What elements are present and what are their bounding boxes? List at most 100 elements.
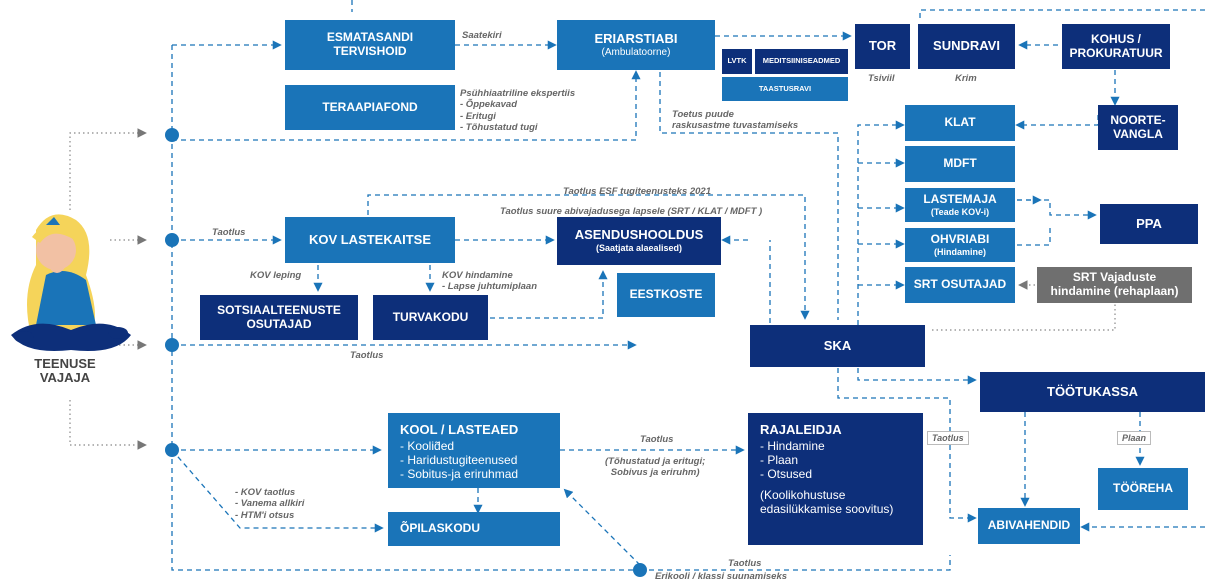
noortevangla-line1: NOORTE-	[1110, 112, 1166, 127]
toetus-line: raskusastme tuvastamiseks	[672, 120, 799, 132]
asendushooldus-sub: (Saatjata alaealised)	[595, 243, 683, 254]
opilas-line: - HTM'i otsus	[235, 509, 295, 521]
box-tor: TOR	[855, 24, 910, 69]
psyh-line: - Õppekavad	[460, 99, 518, 111]
label-taotlus-bottom: Taotlus	[728, 558, 762, 569]
person-title: TEENUSE VAJAJA	[25, 356, 105, 386]
label-erikooli: Erikooli / klassi suunamiseks	[655, 571, 788, 582]
label-taotlus-suure: Taotlus suure abivajadusega lapsele (SRT…	[500, 206, 763, 217]
box-ska: SKA	[750, 325, 925, 367]
tohust-line: (Tõhustatud ja eritugi;	[605, 456, 706, 467]
kool-item: - Haridustugiteenused	[400, 452, 518, 467]
rajaleidja-item: - Otsused	[760, 466, 813, 481]
eriarstiabi-title: ERIARSTIABI	[594, 30, 678, 46]
label-tohustatud: (Tõhustatud ja eritugi; Sobivus ja eriru…	[605, 456, 705, 479]
label-taotlus-ska: Taotlus	[350, 350, 384, 361]
box-tootukassa: TÖÖTUKASSA	[980, 372, 1205, 412]
label-plaan: Plaan	[1117, 431, 1152, 445]
sotsiaal-line1: SOTSIAALTEENUSTE	[217, 302, 341, 317]
junction-dot	[165, 128, 179, 142]
box-rajaleidja: RAJALEIDJA - Hindamine - Plaan - Otsused…	[748, 413, 923, 545]
eriarstiabi-sub: (Ambulatoorne)	[601, 46, 671, 58]
opilas-line: - Vanema allkiri	[235, 498, 305, 510]
box-srt-vajaduste: SRT Vajaduste hindamine (rehaplaan)	[1037, 267, 1192, 303]
eestkoste-label: EESTKOSTE	[629, 287, 703, 302]
noortevangla-line2: VANGLA	[1113, 126, 1163, 141]
ska-label: SKA	[823, 337, 852, 353]
label-toetus: Toetus puude raskusastme tuvastamiseks	[672, 109, 798, 132]
box-taastusravi: TAASTUSRAVI	[722, 77, 848, 101]
taastusravi-label: TAASTUSRAVI	[758, 83, 812, 93]
box-eriarstiabi: ERIARSTIABI (Ambulatoorne)	[557, 20, 715, 70]
box-ppa: PPA	[1100, 204, 1198, 244]
sundravi-label: SUNDRAVI	[933, 38, 1000, 54]
junction-dot	[165, 233, 179, 247]
box-tooreha: TÖÖREHA	[1098, 468, 1188, 510]
box-kov-lastekaitse: KOV LASTEKAITSE	[285, 217, 455, 263]
toetus-line: Toetus puude	[672, 109, 734, 120]
esmatasandi-line1: ESMATASANDI	[326, 30, 414, 45]
esmatasandi-line2: TERVISHOID	[333, 44, 407, 58]
psyh-line: Psühhiaatriline ekspertiis	[460, 88, 576, 99]
box-lvtk: LVTK	[722, 49, 752, 74]
lvtk-label: LVTK	[727, 56, 747, 66]
junction-dot	[165, 443, 179, 457]
label-kov-leping: KOV leping	[250, 270, 302, 281]
tor-label: TOR	[868, 38, 897, 54]
person-illustration	[11, 214, 131, 351]
box-teraapiafond: TERAAPIAFOND	[285, 85, 455, 130]
srt-osutajad-label: SRT OSUTAJAD	[913, 277, 1007, 292]
box-abivahendid: ABIVAHENDID	[978, 508, 1080, 544]
kohus-line2: PROKURATUUR	[1069, 45, 1163, 60]
box-turvakodu: TURVAKODU	[373, 295, 488, 340]
asendushooldus-title: ASENDUSHOOLDUS	[574, 227, 704, 243]
box-meditsiiniseadmed: MEDITSIINISEADMED	[755, 49, 848, 74]
ppa-label: PPA	[1136, 215, 1162, 231]
label-taotlus-kov: Taotlus	[212, 227, 246, 238]
turvakodu-label: TURVAKODU	[392, 309, 469, 324]
kohus-line1: KOHUS /	[1090, 31, 1141, 46]
label-taotlus-abivahendid: Taotlus	[927, 431, 969, 445]
tooreha-label: TÖÖREHA	[1113, 481, 1173, 496]
kov-hind-line: KOV hindamine	[442, 270, 513, 281]
junction-dot	[633, 563, 647, 577]
opilas-line: - KOV taotlus	[235, 487, 296, 498]
box-srt-osutajad: SRT OSUTAJAD	[905, 267, 1015, 303]
sotsiaal-line2: OSUTAJAD	[246, 316, 312, 331]
opilaskodu-label: ÕPILASKODU	[400, 521, 481, 536]
rajaleidja-note: edasilükkamise soovitus)	[760, 502, 894, 517]
tohust-line: Sobivus ja eriruhm)	[610, 467, 700, 479]
label-opilaskodu-req: - KOV taotlus - Vanema allkiri - HTM'i o…	[235, 487, 304, 521]
kov-lastekaitse-label: KOV LASTEKAITSE	[308, 231, 432, 247]
box-kohus: KOHUS / PROKURATUUR	[1062, 24, 1170, 69]
box-noortevangla: NOORTE- VANGLA	[1098, 105, 1178, 150]
ohvriabi-title: OHVRIABI	[930, 231, 990, 246]
kool-item: - Koolid̃ed	[400, 438, 455, 453]
mdft-label: MDFT	[943, 156, 977, 171]
rajaleidja-note: (Koolikohustuse	[760, 488, 846, 503]
label-taotlus-raja: Taotlus	[640, 434, 674, 445]
meditsiiniseadmed-label: MEDITSIINISEADMED	[762, 56, 841, 66]
box-ohvriabi: OHVRIABI (Hindamine)	[905, 228, 1015, 262]
box-opilaskodu: ÕPILASKODU	[388, 512, 560, 546]
label-kov-hindamine: KOV hindamine - Lapse juhtumiplaan	[442, 270, 537, 293]
teraapiafond-label: TERAAPIAFOND	[322, 99, 418, 114]
srt-vajaduste-line2: hindamine (rehaplaan)	[1050, 284, 1179, 298]
ohvriabi-sub: (Hindamine)	[933, 246, 986, 257]
box-asendushooldus: ASENDUSHOOLDUS (Saatjata alaealised)	[557, 217, 721, 265]
rajaleidja-item: - Hindamine	[760, 438, 825, 453]
klat-label: KLAT	[944, 115, 976, 130]
kool-title: KOOL / LASTEAED	[400, 422, 519, 437]
abivahendid-label: ABIVAHENDID	[987, 518, 1071, 533]
label-saatekiri: Saatekiri	[462, 30, 502, 41]
person-title-line1: TEENUSE	[34, 356, 96, 371]
psyh-line: - Tõhustatud tugi	[460, 122, 538, 134]
label-taotlus-esf: Taotlus ESF tugiteenusteks 2021	[563, 186, 711, 197]
lastemaja-sub: (Teade KOV-i)	[930, 206, 990, 217]
label-psyhhiaatriline: Psühhiaatriline ekspertiis - Õppekavad -…	[460, 88, 575, 134]
kool-item: - Sobitus-ja eriruhmad	[400, 466, 519, 481]
rajaleidja-title: RAJALEIDJA	[760, 422, 842, 437]
label-tsiviil: Tsiviil	[868, 73, 895, 84]
box-sotsiaal: SOTSIAALTEENUSTE OSUTAJAD	[200, 295, 358, 340]
